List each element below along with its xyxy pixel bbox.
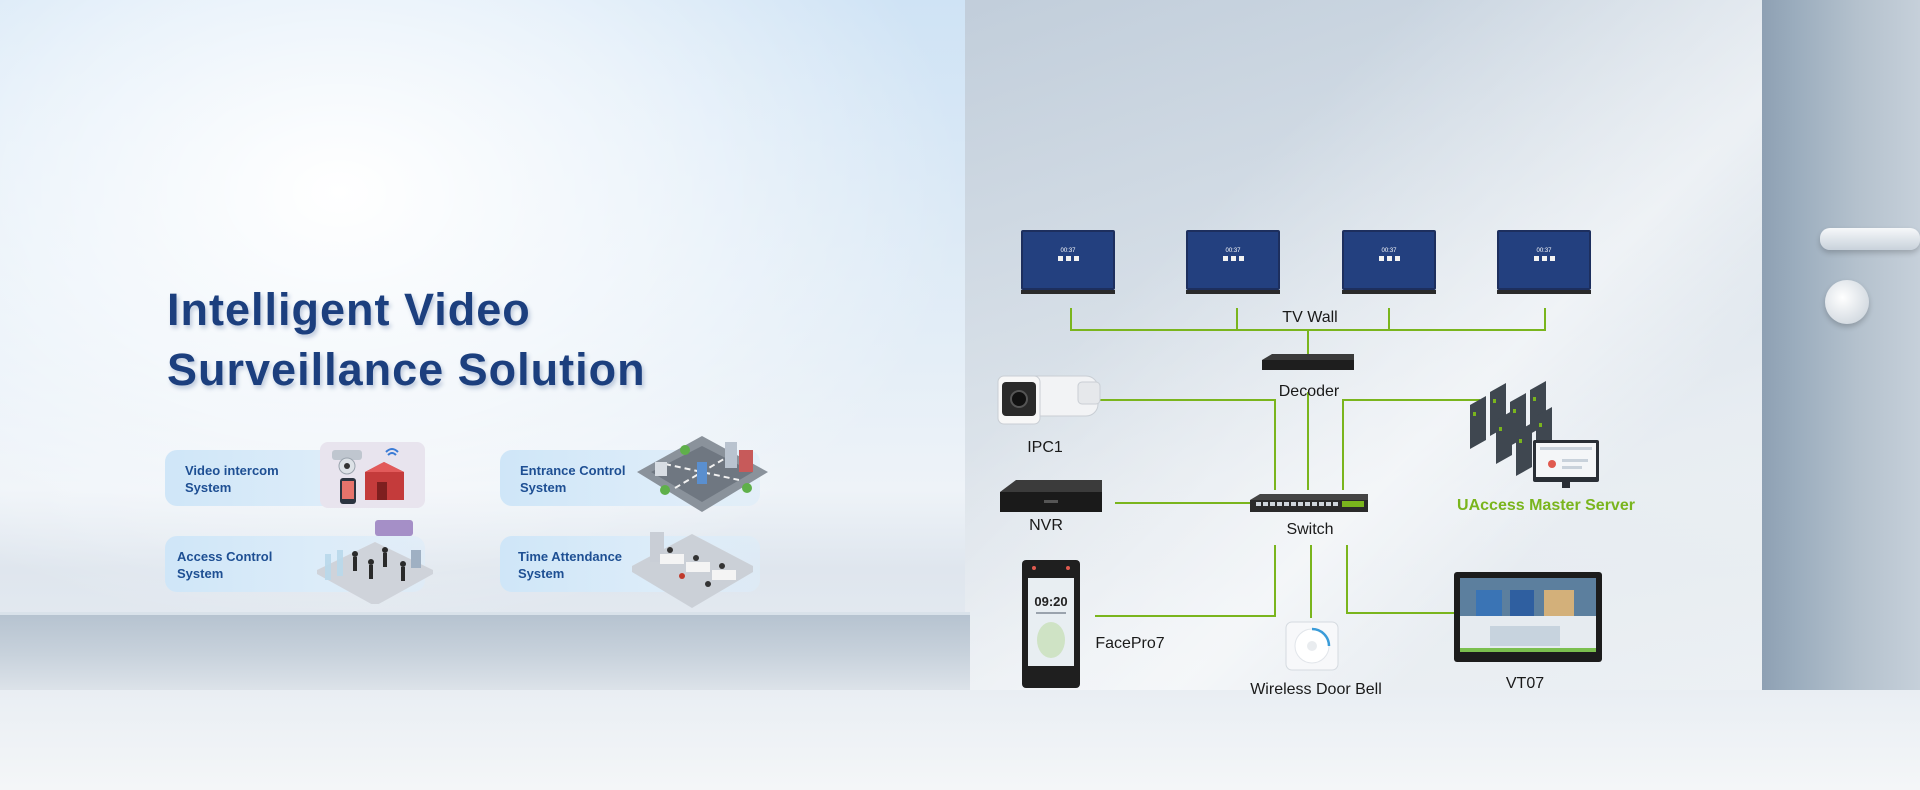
tv-wall-label: TV Wall: [1282, 309, 1337, 326]
decoder-device: [1262, 354, 1354, 370]
tv-clock: 00:37: [1060, 248, 1076, 254]
connector-switch-facepro: [1095, 545, 1276, 617]
door-handle: [1820, 228, 1920, 250]
system-card-access-control[interactable]: Access Control System: [165, 520, 433, 604]
ipc1-label: IPC1: [1027, 439, 1063, 456]
system-card-label: Access Control System: [177, 549, 273, 581]
time-attendance-illustration: [632, 532, 753, 608]
background-wall-light: [965, 0, 1765, 700]
system-card-label: Time Attendance System: [518, 549, 623, 581]
system-card-entrance-control[interactable]: Entrance Control System: [500, 436, 768, 512]
tv-monitor: 00:37: [1186, 230, 1280, 294]
hero-title-line1: Intelligent Video: [167, 284, 531, 335]
background-floor: [0, 690, 1920, 790]
doorbell-device: [1285, 621, 1339, 671]
server-label: UAccess Master Server: [1457, 497, 1635, 514]
tv-clock: 00:37: [1381, 248, 1397, 254]
door-knob: [1825, 280, 1869, 324]
connector-ipc1-switch: [1098, 399, 1276, 490]
hero-title: Intelligent Video Surveillance Solution: [167, 280, 767, 400]
background-door: [1762, 0, 1920, 690]
tv-monitor: 00:37: [1021, 230, 1115, 294]
facepro-label: FacePro7: [1095, 635, 1164, 652]
tv-clock: 00:37: [1536, 248, 1552, 254]
background-glow: [0, 0, 970, 640]
switch-device: [1250, 494, 1368, 512]
connector-switch-vt07: [1346, 545, 1455, 614]
tv-monitor: 00:37: [1342, 230, 1436, 294]
system-card-video-intercom[interactable]: Video intercom System: [165, 442, 425, 508]
nvr-label: NVR: [1029, 517, 1063, 534]
facepro-clock: 09:20: [1034, 594, 1067, 609]
tv-clock: 00:37: [1225, 248, 1241, 254]
entrance-control-illustration: [637, 436, 768, 512]
server-device: [1470, 381, 1599, 488]
background-ledge: [0, 615, 970, 695]
hero-title-line2: Surveillance Solution: [167, 344, 646, 395]
vt07-device: [1454, 572, 1602, 662]
access-control-illustration: [317, 520, 433, 604]
facepro-device: 09:20: [1022, 560, 1080, 688]
ipc-camera: [997, 375, 1101, 425]
system-card-label: Video intercom System: [185, 463, 279, 495]
doorbell-label: Wireless Door Bell: [1250, 681, 1382, 698]
connector-lines: [1070, 308, 1546, 618]
switch-label: Switch: [1286, 521, 1333, 538]
tv-monitor: 00:37: [1497, 230, 1591, 294]
decoder-label: Decoder: [1279, 383, 1340, 400]
system-card-label: Entrance Control System: [520, 463, 626, 495]
nvr-device: [1000, 480, 1102, 512]
video-intercom-illustration: [320, 442, 425, 508]
vt07-label: VT07: [1506, 675, 1544, 692]
connector-server-switch: [1342, 399, 1480, 490]
system-card-time-attendance[interactable]: Time Attendance System: [500, 532, 760, 608]
